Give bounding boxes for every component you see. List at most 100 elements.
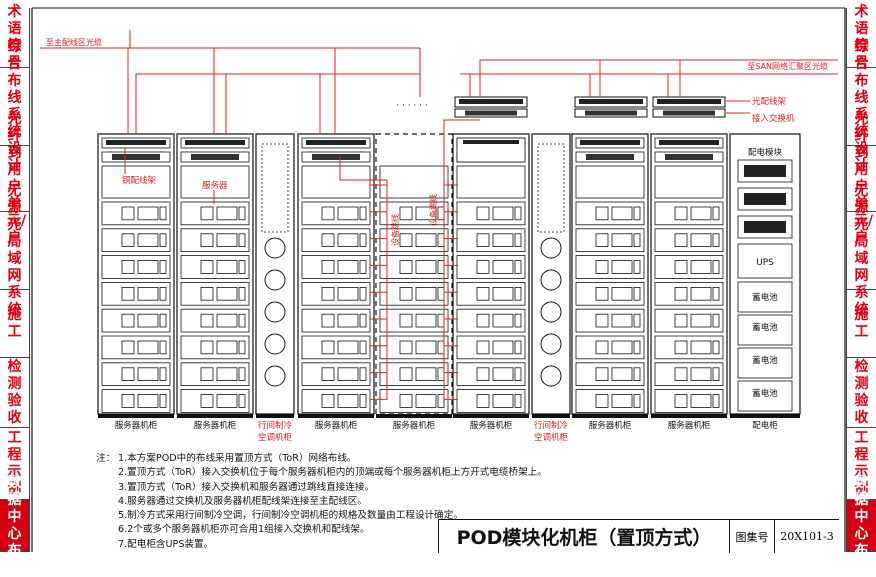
right-tab-4[interactable]: 施工 — [846, 290, 876, 358]
fiber-patch-panel — [306, 140, 366, 145]
server-bay — [238, 260, 246, 274]
ac-grille — [537, 143, 565, 233]
server-unit — [301, 281, 371, 306]
left-tab-4[interactable]: 施工 — [0, 290, 30, 358]
server-bay — [121, 286, 135, 301]
copper-patch-panel — [665, 154, 713, 160]
server-bay — [476, 260, 490, 274]
server-bay — [633, 260, 641, 274]
server-unit — [654, 281, 724, 306]
server-bay — [216, 340, 238, 355]
server-unit — [575, 228, 645, 253]
server-bay — [514, 313, 522, 328]
server-bay — [321, 394, 335, 408]
equipment-cable-bus — [339, 157, 388, 400]
fiber-patch-panel — [580, 140, 640, 145]
left-tab-0[interactable]: 术语符号 — [0, 4, 30, 71]
ac-fan — [264, 237, 286, 259]
server-unit — [654, 308, 724, 333]
left-tab-1[interactable]: 综合布线系统设计 — [0, 39, 30, 174]
copper-patch-panel — [112, 154, 160, 160]
label-power-module: 配电模块 — [748, 147, 783, 158]
server-bay — [595, 260, 609, 274]
server-unit-top — [654, 165, 724, 199]
server-unit — [575, 362, 645, 386]
right-tab-label: 无源光局域网系统 — [854, 182, 869, 318]
right-tab-1[interactable]: 综合布线系统设计 — [846, 39, 876, 174]
server-unit — [654, 255, 724, 279]
server-bay — [159, 340, 167, 355]
server-bay — [674, 340, 688, 355]
server-unit — [456, 362, 526, 386]
rack-base — [376, 414, 452, 418]
server-bay — [476, 233, 490, 248]
rack-label-2: 空调机柜 — [258, 432, 293, 443]
server-bay — [712, 394, 720, 408]
right-tab-3[interactable]: 无源光局域网系统 — [846, 183, 876, 318]
server-bay — [633, 286, 641, 301]
server-bay — [121, 206, 135, 221]
right-tab-6[interactable]: 工程示例 — [846, 428, 876, 500]
server-bay — [337, 340, 359, 355]
server-unit — [301, 308, 371, 333]
left-tab-5[interactable]: 检测验收 — [0, 358, 30, 428]
server-bay — [399, 340, 413, 355]
server-bay — [476, 286, 490, 301]
note-item: 6.2个或多个服务器机柜亦可合用1组接入交换机和配线架。 — [118, 524, 370, 536]
server-unit-top — [575, 165, 645, 199]
server-unit — [654, 228, 724, 253]
server-bay — [399, 313, 413, 328]
ac-fan — [540, 269, 562, 291]
right-tab-0[interactable]: 术语符号 — [846, 4, 876, 71]
right-tab-2[interactable]: 光纤到用户单元/户 — [846, 111, 876, 246]
server-bay — [476, 367, 490, 381]
left-tab-label: 检测验收 — [7, 358, 22, 426]
server-unit — [379, 255, 449, 279]
left-tab-2[interactable]: 光纤到用户单元/户 — [0, 111, 30, 246]
server-bay — [415, 313, 437, 328]
server-bay — [321, 286, 335, 301]
ac-fan — [540, 333, 562, 355]
server-bay — [595, 313, 609, 328]
label-cable-to-mda: 至主配线区光缆 — [46, 37, 102, 47]
rack-base — [256, 414, 294, 418]
server-unit — [575, 389, 645, 413]
note-item: 2.置顶方式（ToR）接入交换机位于每个服务器机柜内的顶端或每个服务器机柜上方开… — [118, 467, 547, 479]
fiber-patch-panel — [106, 140, 166, 145]
server-bay — [399, 367, 413, 381]
server-bay — [159, 394, 167, 408]
right-tab-5[interactable]: 检测验收 — [846, 358, 876, 428]
server-bay — [137, 340, 159, 355]
server-bay — [611, 233, 633, 248]
server-unit — [456, 281, 526, 306]
server-bay — [690, 260, 712, 274]
left-tab-6[interactable]: 工程示例 — [0, 428, 30, 500]
left-tab-7[interactable]: 数据中心布线 — [0, 475, 30, 576]
server-unit — [180, 335, 250, 360]
rack-base — [532, 414, 570, 418]
overhead-switch-ports — [465, 110, 517, 116]
label-battery: 蓄电池 — [752, 322, 778, 333]
server-bay — [633, 206, 641, 221]
server-bay — [159, 286, 167, 301]
server-bay — [415, 340, 437, 355]
right-tab-label: 检测验收 — [854, 358, 869, 426]
server-bay — [690, 367, 712, 381]
server-unit — [301, 335, 371, 360]
server-bay — [492, 313, 514, 328]
server-bay — [216, 313, 238, 328]
server-bay — [216, 367, 238, 381]
server-unit — [379, 281, 449, 306]
server-bay — [399, 286, 413, 301]
label-battery: 蓄电池 — [752, 388, 778, 399]
rack-label-0: 服务器机柜 — [115, 420, 158, 431]
left-tab-label: 无源光局域网系统 — [7, 182, 22, 318]
rack-label-8: 服务器机柜 — [668, 420, 711, 431]
server-bay — [200, 233, 214, 248]
server-bay — [121, 394, 135, 408]
server-bay — [399, 394, 413, 408]
drawing-title: POD模块化机柜（置顶方式） — [439, 520, 730, 553]
left-tab-3[interactable]: 无源光局域网系统 — [0, 183, 30, 318]
server-bay — [137, 313, 159, 328]
left-tab-label: 工程示例 — [7, 429, 22, 497]
